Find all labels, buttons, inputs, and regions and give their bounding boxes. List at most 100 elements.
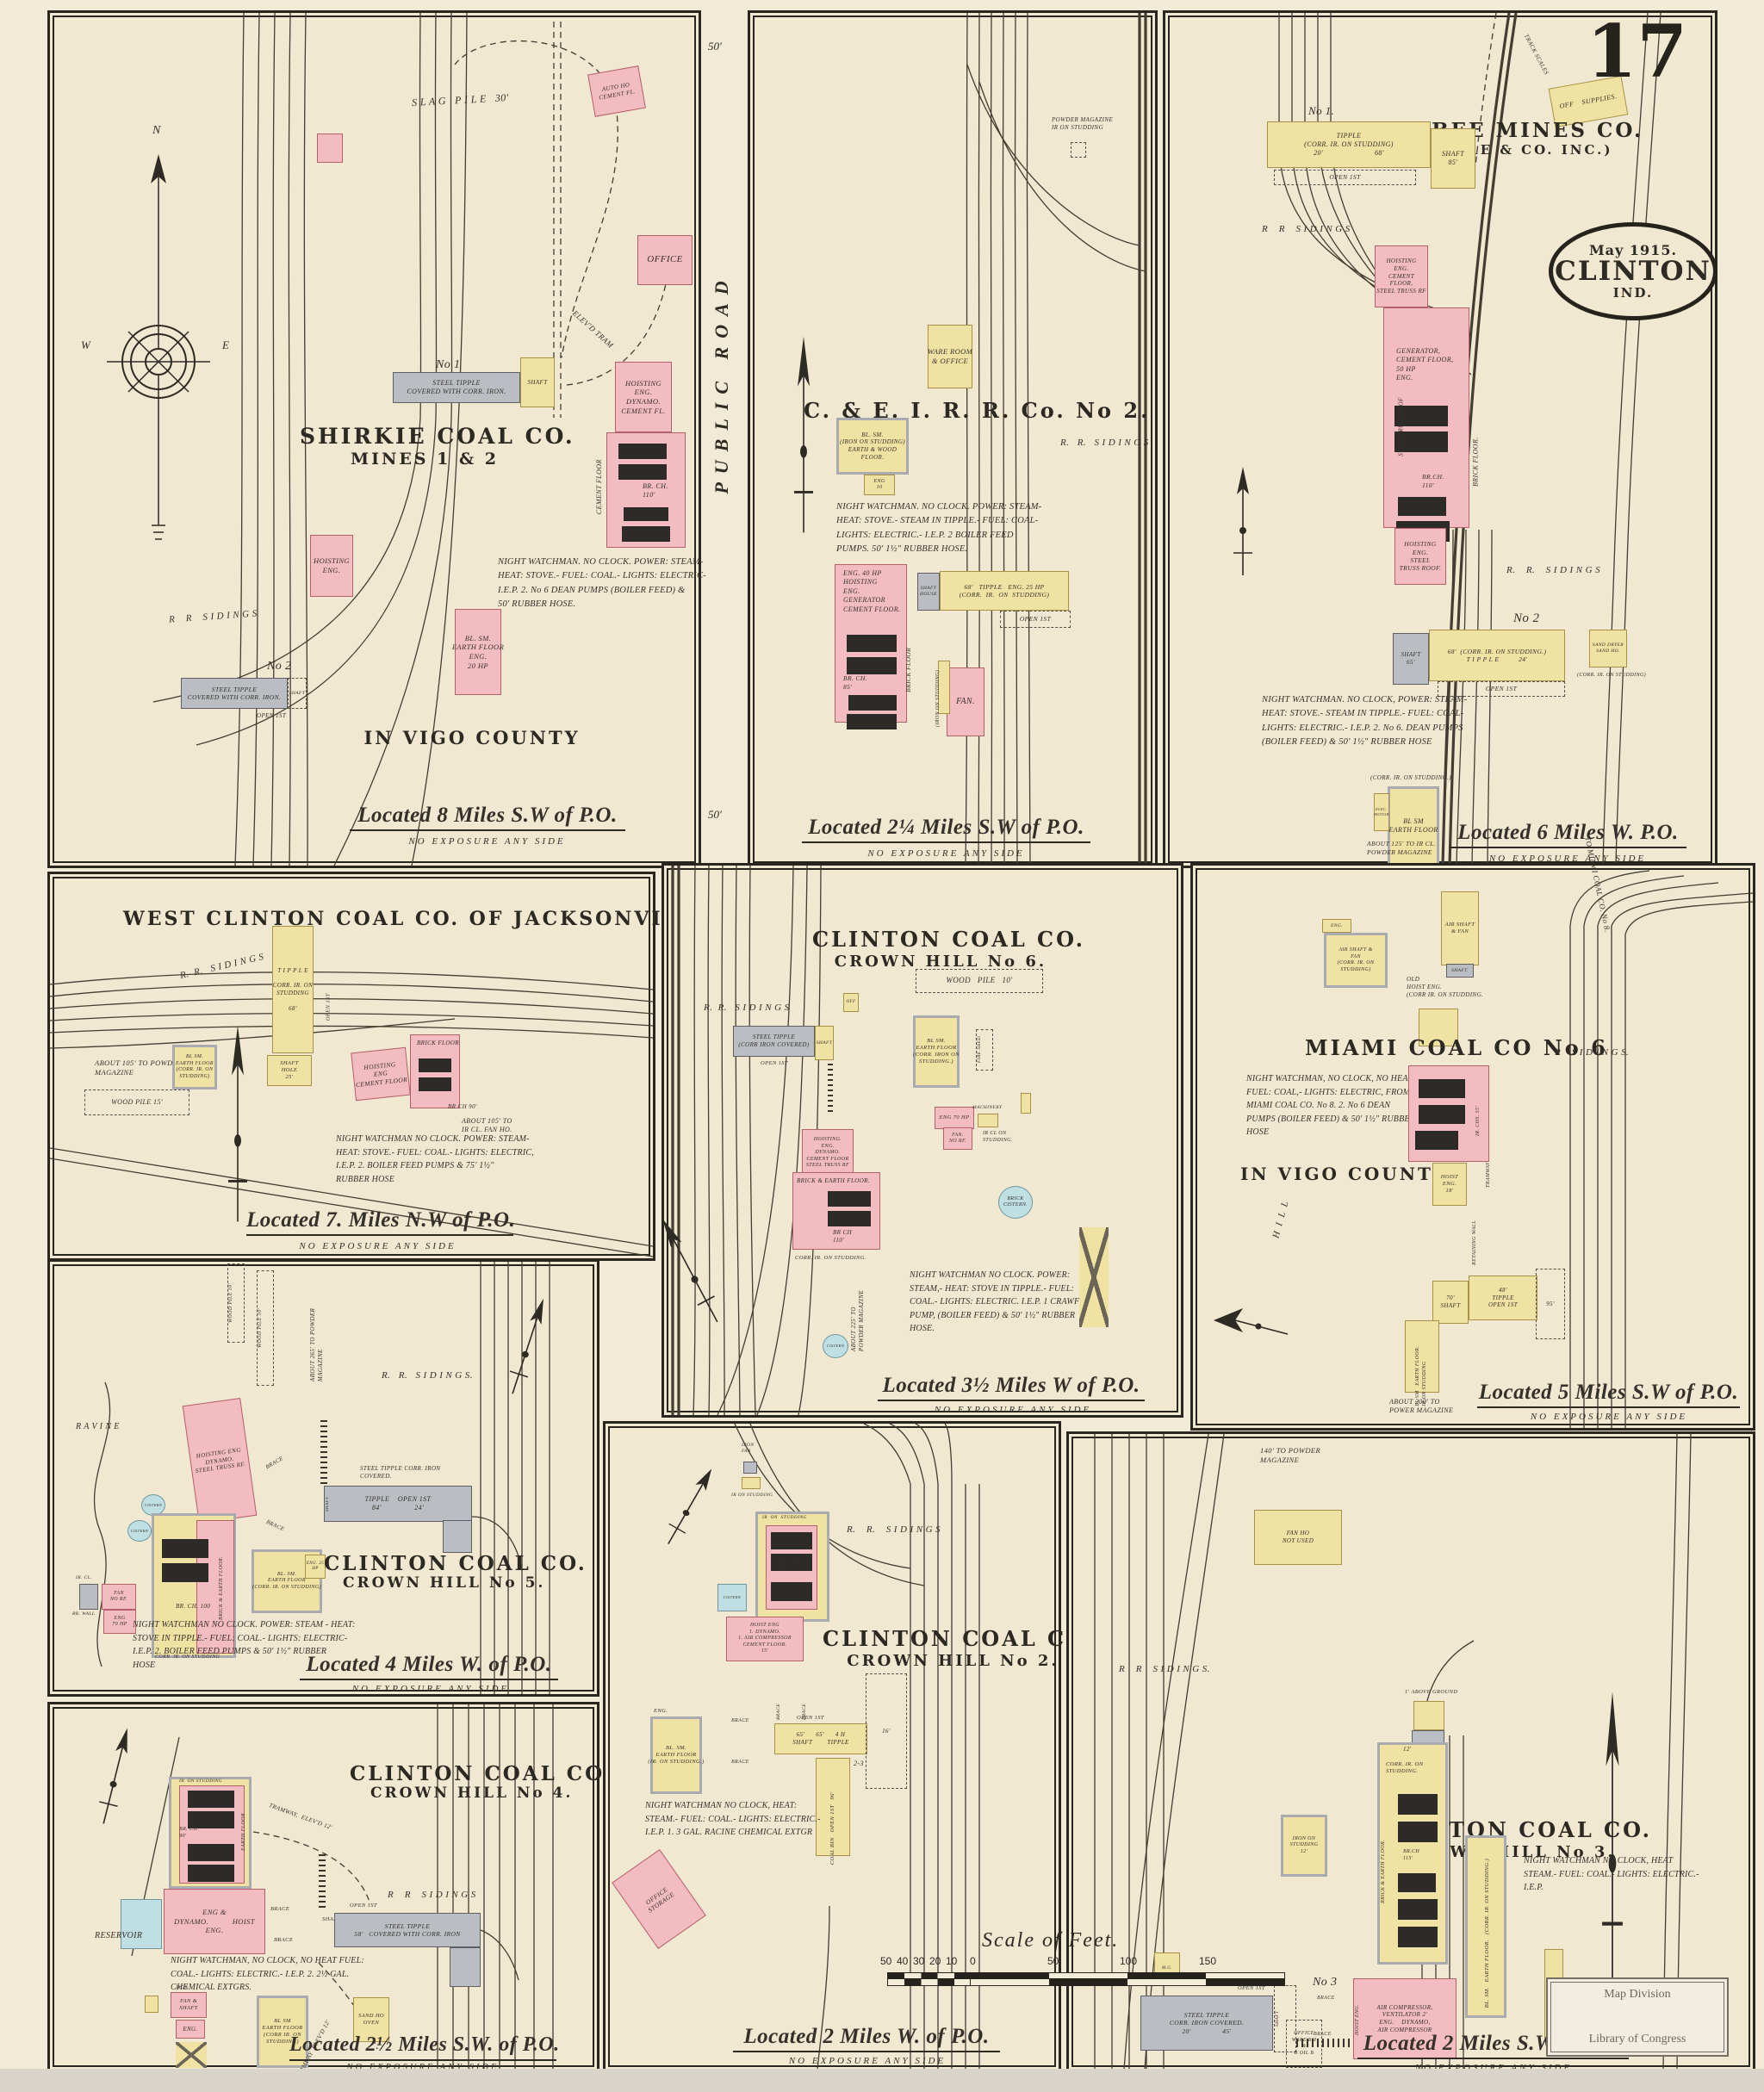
open-label: OPEN 1ST [1238, 1985, 1265, 1991]
coal-bin [1415, 1131, 1458, 1150]
located-label: Located 2½ Miles S.W. of P.O. [289, 2033, 559, 2061]
track-scales-label: TRACK SCALES [1522, 33, 1550, 77]
coal-bin [1398, 1927, 1438, 1947]
map-city: CLINTON [1555, 256, 1711, 287]
hoist-engine-building: HOIST ENG 1. DYNAMO. 1. AIR COMPRESSOR C… [726, 1617, 804, 1661]
panel-subtitle: CROWN HILL No 4. [370, 1785, 574, 1802]
engine-dynamo-building: ENG & DYNAMO. HOIST ENG. [164, 1889, 265, 1954]
iron-clad-label: IR CL ON STUDDING. [983, 1131, 1013, 1143]
reservoir-label: RESERVOIR [95, 1931, 143, 1940]
panel-crown-hill-4: CLINTON COAL CO.CROWN HILL No 4.IR. ON S… [47, 1702, 611, 2080]
iron-studding-label: IR ON STUDDING [762, 1515, 807, 1520]
tramway-label: TRAMWAY, ELEV'D 12' [268, 1802, 333, 1832]
shed-building [1021, 1093, 1031, 1114]
coal-bin [828, 1211, 871, 1226]
above-ground-label: 1' ABOVE GROUND [1405, 1689, 1458, 1695]
brick-wall-label: BR. WALL [72, 1611, 96, 1617]
rr-sidings-label: R R S I D I N G S. [1119, 1664, 1210, 1674]
boiler-chimney-label: BR.CH 115' [1403, 1849, 1420, 1861]
iron-studding-label: (CORR. IR. ON STUDDING) [1577, 673, 1647, 678]
blacksmith-building: BL SM EARTH FLOOR [1388, 786, 1439, 866]
boiler-chimney-label: BR. CH. 70' [778, 1560, 798, 1572]
iron-studding-label: IR ON STUDDING [731, 1493, 773, 1498]
coal-bin [828, 1191, 871, 1207]
located-label: Located 2 Miles W. of P.O. [733, 2025, 1000, 2052]
map-state: IND. [1612, 285, 1654, 301]
night-watchman-note: NIGHT WATCHMAN. NO CLOCK, POWER: STEAM- … [1262, 695, 1468, 747]
open-shed: OPEN 1ST [1438, 681, 1565, 697]
floor-label: EARTH FLOOR [241, 1813, 246, 1851]
coal-bin [1398, 1873, 1436, 1892]
panel-title: CLINTON COAL CO. [812, 927, 1086, 952]
rr-sidings-label: R S I D I N G S. [1555, 1047, 1630, 1058]
coal-bin [624, 507, 668, 521]
brace-label: BRACE [264, 1456, 285, 1471]
braced-structure [1079, 1227, 1109, 1327]
roof-label: STEEL TRUSS ROOF [1397, 397, 1405, 456]
page-number: 17 [1587, 9, 1687, 94]
scale-tick: 50 [880, 1955, 892, 1967]
hoisting-engine-building: HOISTING ENG DYNAMO. STEEL TRUSS RF. [182, 1397, 258, 1524]
open-label: OPEN 1ST [325, 993, 332, 1021]
mine-number-label: No 1. [1308, 104, 1335, 117]
located-label: Located 3½ Miles W of P.O. [878, 1374, 1145, 1401]
blacksmith-building: BL SM. EARTH FLOOR (CORR. IR. ON STUDDIN… [172, 1045, 217, 1089]
tipple-foot [443, 1520, 472, 1553]
no-exposure-label: NO EXPOSURE ANY SIDE [867, 848, 1025, 859]
air-shaft-building: AIR SHAFT & FAN [1441, 891, 1479, 965]
north-arrow-icon [1233, 467, 1252, 575]
north-arrow-icon [662, 1219, 718, 1323]
shaft-building: SHAFT [815, 1026, 834, 1060]
panel-title: WEST CLINTON COAL CO. OF JACKSONVILLE [123, 908, 712, 930]
blacksmith-building: BL. SM. EARTH FLOOR (IR. ON STUDDING.) [648, 1716, 704, 1794]
scale-tick: 10 [946, 1955, 958, 1967]
open-shed: OPEN 1ST [1000, 611, 1071, 628]
no-exposure-label: NO EXPOSURE ANY SIDE [299, 1241, 457, 1251]
stamp-line: Map Division [1604, 1988, 1671, 2001]
engine-label: ENG. [654, 1708, 668, 1714]
tramway-label: TRAMWAY [1486, 1162, 1491, 1188]
brace-label: BRACE [1314, 2032, 1332, 2037]
north-arrow-icon [794, 336, 813, 533]
located-label: Located 5 Miles S.W of P.O. [1477, 1381, 1740, 1408]
tipple-building: 48' TIPPLE OPEN 1ST [1469, 1276, 1537, 1320]
no-exposure-label: NO EXPOSURE ANY SIDE [1488, 854, 1647, 864]
machinery-building [978, 1114, 998, 1127]
blacksmith-building: BL. SM. (IRON ON STUDDING) EARTH & WOOD … [836, 418, 909, 475]
hoisting-engine-building: HOISTING ENG. DYNAMO. CEMENT FL. [615, 362, 672, 432]
iron-studding-label: CORR. IR. ON STUDDING. [1386, 1761, 1424, 1775]
open-label: OPEN 1ST [350, 1903, 377, 1909]
hoisting-engine-building: HOISTING. ENG. DYNAMO. CEMENT FLOOR STEE… [802, 1129, 854, 1177]
scale-label: Scale of Feet. [982, 1929, 1120, 1952]
cistern: CISTERN [141, 1494, 165, 1516]
night-watchman-note: NIGHT WATCHMAN. NO CLOCK. POWER: STEAM- … [498, 557, 706, 609]
coal-bin [771, 1582, 812, 1601]
shed-building [317, 133, 343, 163]
scale-tick: 40 [897, 1955, 909, 1967]
located-label: Located 7. Miles N.W of P.O. [246, 1208, 515, 1236]
rr-sidings-label: R. R. S I D I N G S. [382, 1370, 473, 1381]
building-label: BRICK FLOOR [417, 1040, 459, 1046]
fan-annex-building [938, 661, 950, 714]
fan-house-building: FAN HO NOT USED [1254, 1510, 1342, 1565]
coal-bin [771, 1554, 812, 1571]
open-shed: OPEN 1ST [1274, 170, 1416, 185]
office-building: OFF [843, 993, 859, 1012]
braced-structure [176, 2042, 207, 2068]
building-label: GENERATOR, CEMENT FLOOR, 50 HP ENG. [1396, 347, 1454, 382]
auto-house-building: AUTO HO CEMENT FL. [587, 65, 646, 117]
shaft-building: 70' SHAFT [1432, 1281, 1469, 1324]
hoisting-engine-building: HOISTING ENG. CEMENT FLOOR, STEEL TRUSS … [1375, 245, 1428, 307]
fan-building [743, 1462, 757, 1474]
mine-number-label: No 2 [1513, 611, 1540, 625]
coal-bin [1398, 1822, 1438, 1842]
panel-title: MIAMI COAL CO No 6 [1305, 1035, 1608, 1060]
brace-label: BRACE [264, 1518, 285, 1533]
tipple-annex: 95' [1536, 1269, 1565, 1339]
iron-studding-label: (CORR. IR. ON STUDDING.) [1370, 774, 1451, 781]
steel-tipple-building: STEEL TIPPLE CORR. IRON COVERED. 20' 45' [1140, 1996, 1273, 2051]
